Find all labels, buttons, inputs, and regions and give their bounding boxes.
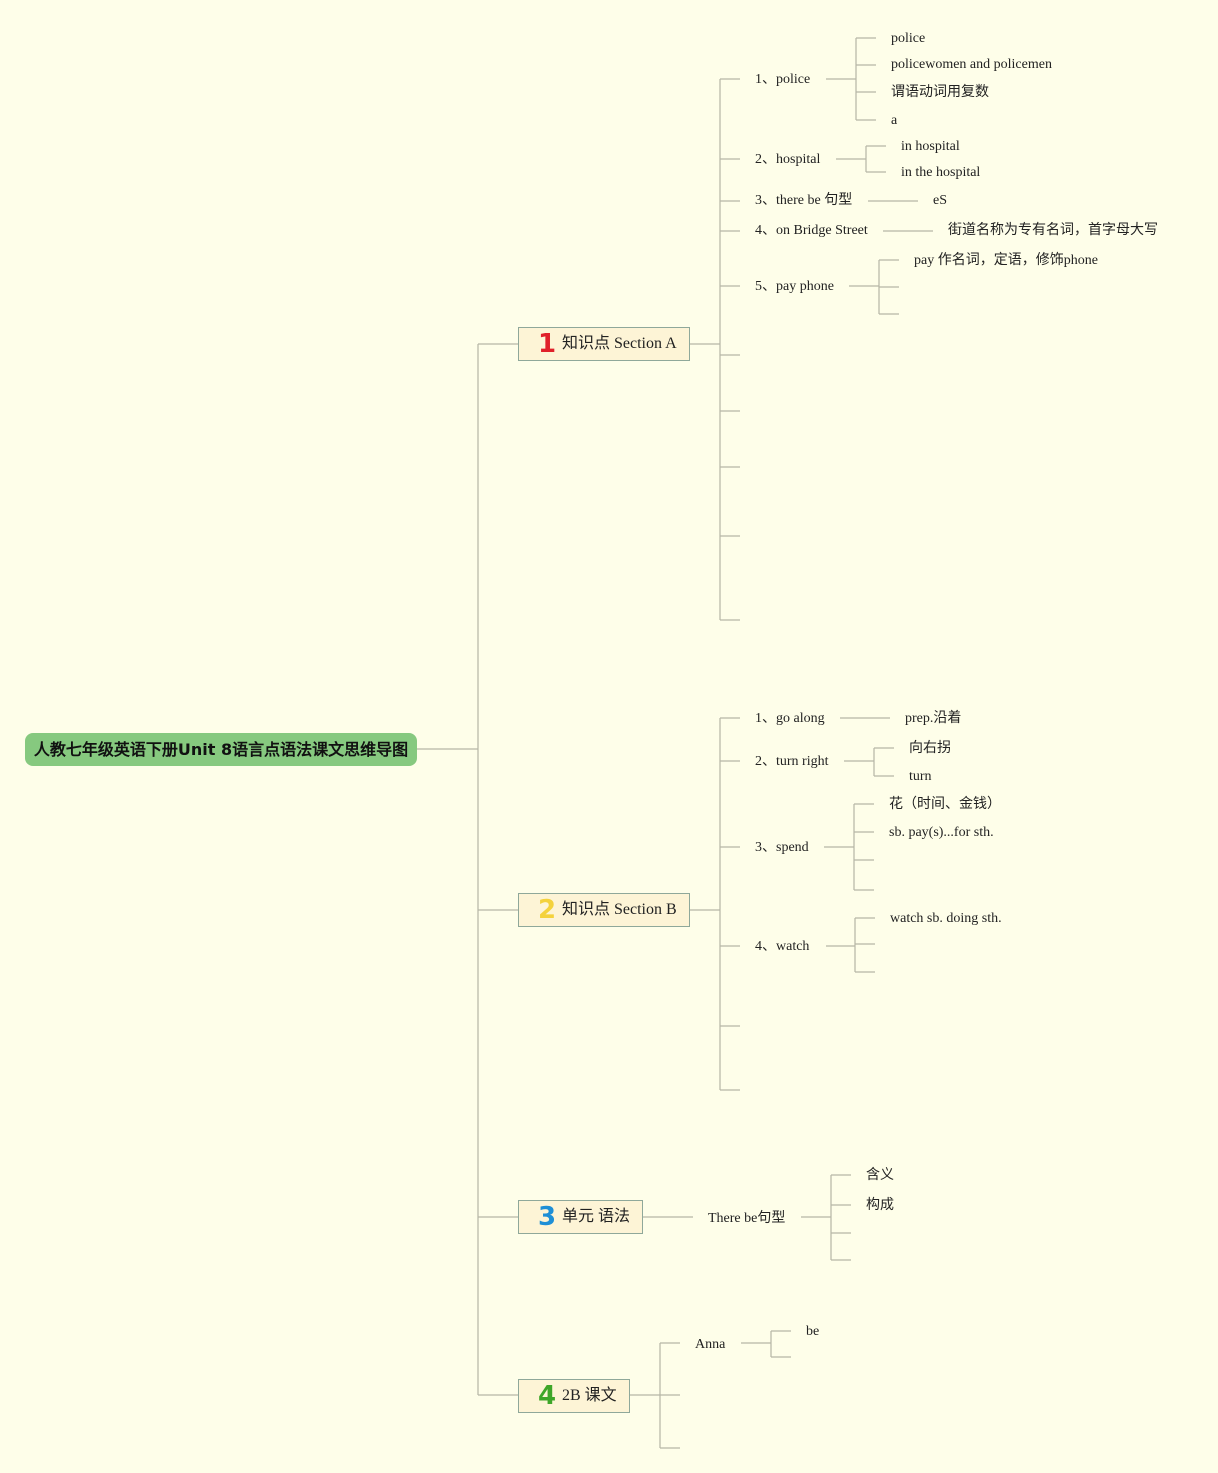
topic-hospital[interactable]: 2、hospital (755, 152, 821, 167)
note-plural-verb[interactable]: 谓语动词用复数 (891, 85, 989, 100)
note-watch-doing[interactable]: watch sb. doing sth. (890, 911, 1002, 926)
note-policewomen[interactable]: policewomen and policemen (891, 57, 1052, 72)
note-turn-right-meaning[interactable]: 向右拐 (909, 741, 951, 756)
note-street-name[interactable]: 街道名称为专有名词，首字母大写 (948, 223, 1158, 238)
topic-go-along[interactable]: 1、go along (755, 711, 825, 726)
branch-label: 单元 语法 (562, 1208, 631, 1225)
note-structure[interactable]: 构成 (866, 1198, 894, 1213)
root-node[interactable]: 人教七年级英语下册Unit 8语言点语法课文思维导图 (25, 733, 417, 766)
branch-section-b[interactable]: 2 知识点 Section B (518, 893, 690, 927)
note-pay-for[interactable]: sb. pay(s)...for sth. (889, 825, 994, 840)
note-prep-along[interactable]: prep.沿着 (905, 711, 962, 726)
branch-label: 知识点 Section B (562, 901, 677, 918)
topic-there-be[interactable]: 3、there be 句型 (755, 193, 853, 208)
number-2-badge: 2 (537, 895, 557, 925)
branch-section-a[interactable]: 1 知识点 Section A (518, 327, 690, 361)
note-in-the-hospital[interactable]: in the hospital (901, 165, 981, 180)
note-in-hospital[interactable]: in hospital (901, 139, 960, 154)
note-be[interactable]: be (806, 1324, 820, 1339)
branch-label: 2B 课文 (562, 1387, 617, 1404)
topic-spend[interactable]: 3、spend (755, 840, 809, 855)
number-1-badge: 1 (537, 329, 557, 359)
number-4-badge: 4 (537, 1381, 557, 1411)
topic-watch[interactable]: 4、watch (755, 939, 810, 954)
topic-pay-phone[interactable]: 5、pay phone (755, 279, 834, 294)
note-meaning[interactable]: 含义 (866, 1168, 894, 1183)
topic-turn-right[interactable]: 2、turn right (755, 754, 829, 769)
topic-there-be-structure[interactable]: There be句型 (708, 1211, 786, 1226)
note-turn[interactable]: turn (909, 769, 932, 784)
topic-anna[interactable]: Anna (695, 1337, 726, 1352)
note-pay-noun[interactable]: pay 作名词，定语，修饰phone (914, 253, 1098, 268)
note-es[interactable]: eS (933, 193, 947, 208)
note-spend-meaning[interactable]: 花（时间、金钱） (889, 797, 1001, 812)
branch-2b-text[interactable]: 4 2B 课文 (518, 1379, 630, 1413)
note-a[interactable]: a (891, 113, 898, 128)
note-police[interactable]: police (891, 31, 926, 46)
topic-bridge-street[interactable]: 4、on Bridge Street (755, 223, 868, 238)
topic-police[interactable]: 1、police (755, 72, 811, 87)
number-3-badge: 3 (537, 1202, 557, 1232)
branch-grammar[interactable]: 3 单元 语法 (518, 1200, 643, 1234)
branch-label: 知识点 Section A (562, 335, 677, 352)
